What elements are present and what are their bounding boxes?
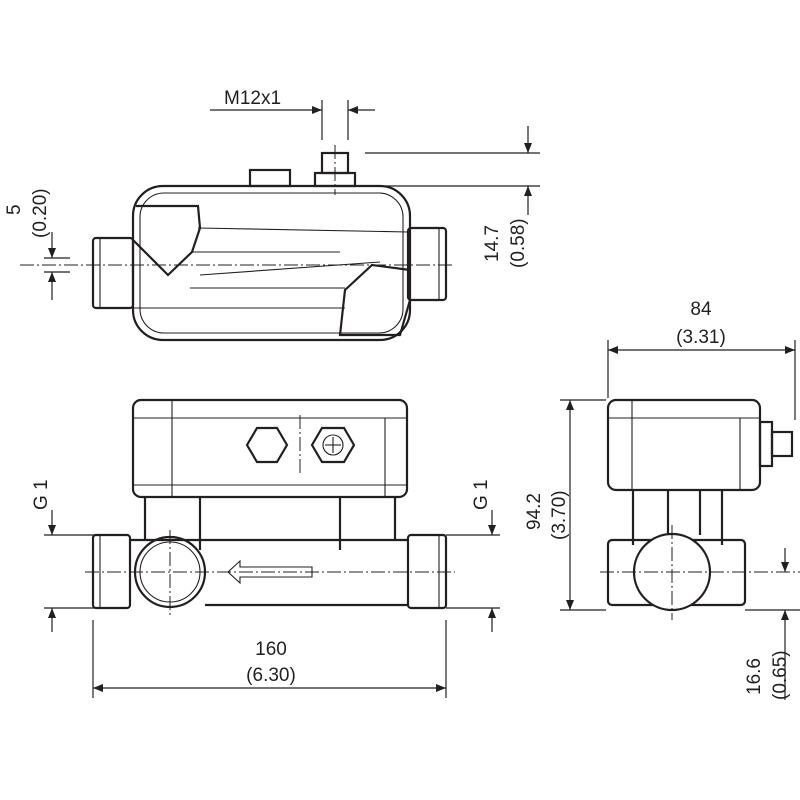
- front-view: [85, 398, 455, 615]
- axis-height-mm: 16.6: [744, 658, 765, 695]
- depth-mm: 84: [690, 299, 712, 320]
- thread-label: M12x1: [224, 88, 281, 109]
- dimension-height: 94.2 (3.70): [524, 399, 606, 611]
- dimension-inlet-thread: G 1: [31, 479, 95, 632]
- dimension-length: 160 (6.30): [92, 620, 447, 698]
- length-mm: 160: [255, 639, 287, 660]
- side-view: [600, 398, 800, 620]
- axis-height-in: (0.65): [770, 650, 791, 700]
- dimension-offset: 5 (0.20): [4, 188, 70, 300]
- outlet-thread-label: G 1: [471, 479, 492, 510]
- connector-height-in: (0.58): [508, 218, 529, 268]
- dimension-axis-height: 16.6 (0.65): [744, 548, 800, 700]
- offset-mm: 5: [4, 204, 25, 215]
- offset-in: (0.20): [30, 188, 51, 238]
- length-in: (6.30): [246, 665, 296, 686]
- dimension-depth: 84 (3.31): [607, 299, 796, 420]
- dimension-connector-height: 14.7 (0.58): [365, 126, 540, 268]
- height-mm: 94.2: [524, 493, 545, 530]
- height-in: (3.70): [549, 490, 570, 540]
- connector-height-mm: 14.7: [482, 225, 503, 262]
- dimension-thread: M12x1: [210, 88, 375, 140]
- dimension-outlet-thread: G 1: [446, 479, 500, 632]
- inlet-thread-label: G 1: [31, 479, 52, 510]
- top-view: [20, 145, 455, 342]
- depth-in: (3.31): [676, 327, 726, 348]
